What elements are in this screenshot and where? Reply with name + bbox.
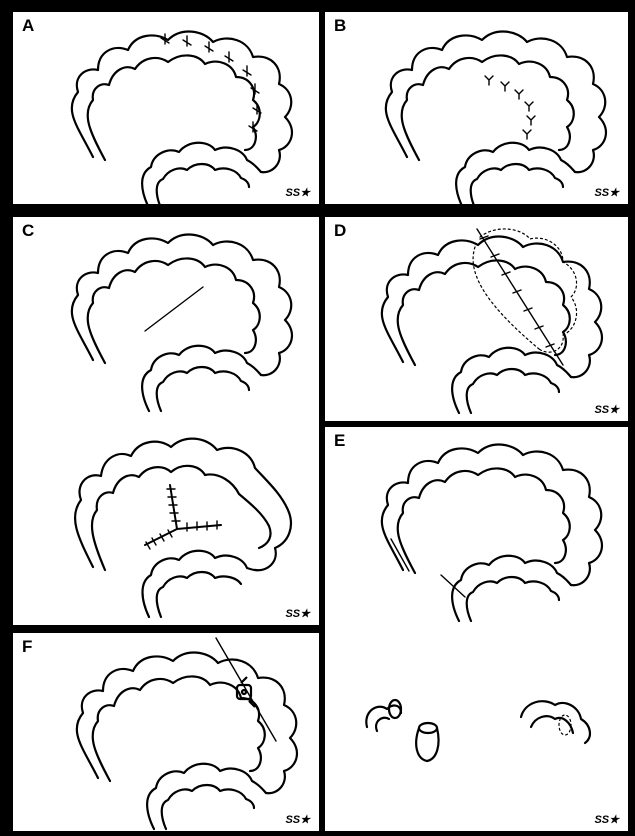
panel-label: E — [334, 431, 345, 451]
panel-label: B — [334, 16, 346, 36]
artist-signature: SS★ — [285, 813, 310, 826]
inverted-stitches — [485, 76, 535, 139]
resected-fragments — [366, 700, 590, 761]
artist-signature: SS★ — [285, 607, 310, 620]
artist-signature: SS★ — [594, 186, 619, 199]
panel-label: D — [334, 221, 346, 241]
colon-diagram-e — [325, 427, 628, 831]
colon-diagram-b — [325, 12, 628, 204]
panel-d: D SS★ — [325, 217, 628, 421]
y-shaped-suture — [145, 485, 221, 549]
artist-signature: SS★ — [594, 813, 619, 826]
panel-b: B SS★ — [325, 12, 628, 204]
panel-label: F — [22, 637, 32, 657]
cutting-line — [216, 638, 276, 741]
colon-diagram-c — [13, 217, 319, 625]
suture-stitches — [161, 34, 261, 132]
panel-c: C SS★ — [13, 217, 319, 625]
artist-signature: SS★ — [594, 403, 619, 416]
colon-diagram-d — [325, 217, 628, 421]
staple-marks — [480, 236, 554, 347]
staple-line — [477, 229, 563, 365]
panel-label: A — [22, 16, 34, 36]
artist-signature: SS★ — [285, 186, 310, 199]
panel-label: C — [22, 221, 34, 241]
colon-diagram-a — [13, 12, 319, 204]
panel-f: F SS★ — [13, 633, 319, 831]
panel-e: E SS★ — [325, 427, 628, 831]
colon-diagram-f — [13, 633, 319, 831]
incision-line — [145, 287, 203, 331]
panel-a: A SS★ — [13, 12, 319, 204]
